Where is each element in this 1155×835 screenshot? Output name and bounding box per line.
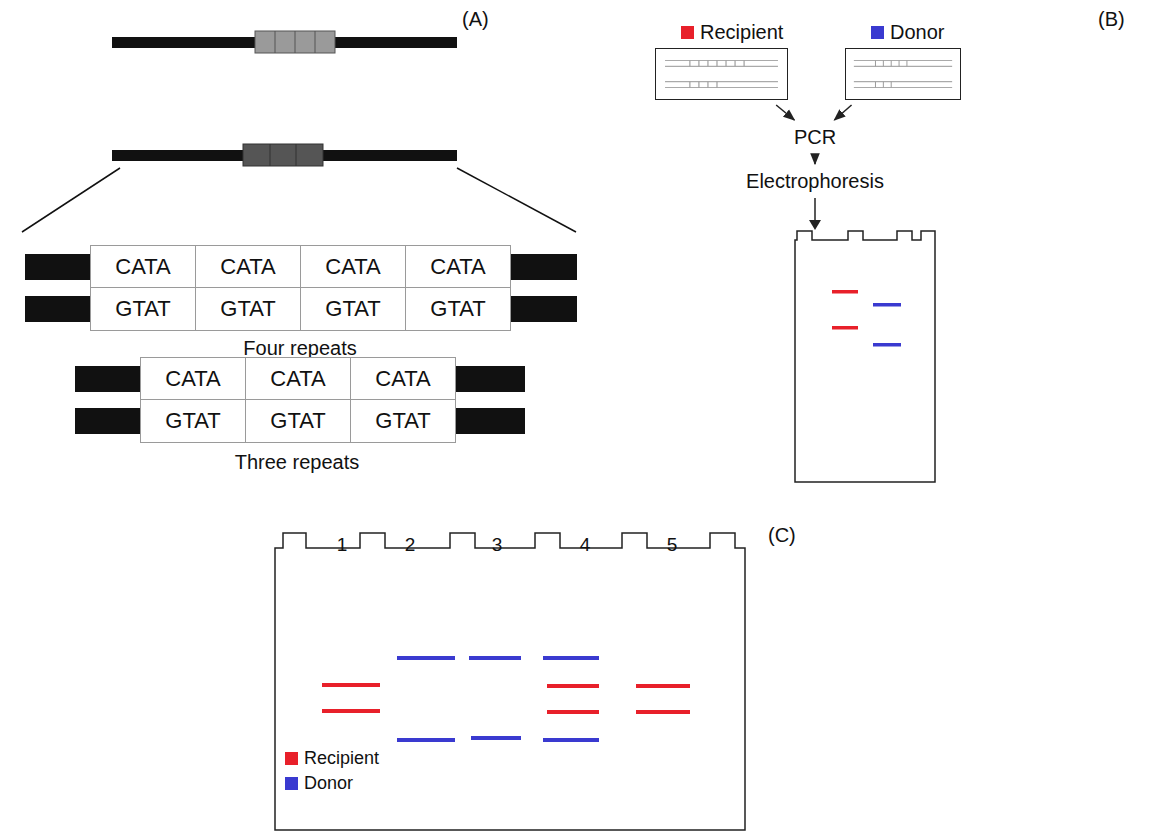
repeat-cell: CATA (245, 357, 351, 400)
flow-arrow (834, 105, 851, 120)
sample-name: Donor (890, 20, 944, 44)
color-square (681, 26, 694, 39)
repeat-region (255, 31, 335, 53)
step-label: Electrophoresis (743, 168, 887, 194)
lane-number: 4 (580, 534, 591, 556)
repeat-cell: GTAT (245, 399, 351, 443)
lane-number: 2 (405, 534, 416, 556)
step-text: PCR (794, 125, 836, 149)
panel-label: (B) (1098, 8, 1125, 31)
repeat-cell: CATA (195, 245, 301, 288)
repeat-cell: CATA (140, 357, 246, 400)
repeat-cell: GTAT (195, 287, 301, 331)
sample-heading: Recipient (655, 20, 788, 44)
sample-name: Recipient (700, 20, 783, 44)
repeat-cell: GTAT (350, 399, 456, 443)
sample-box: Donor (845, 20, 961, 100)
legend-text: Recipient (304, 748, 379, 769)
zoom-line (457, 168, 576, 232)
lane-number: 3 (492, 534, 503, 556)
slide-box (845, 48, 961, 100)
zoom-line (22, 168, 120, 232)
slide-box (655, 48, 788, 100)
repeat-cell: GTAT (140, 399, 246, 443)
panel-label: (C) (768, 524, 796, 547)
legend-item: Recipient (285, 748, 379, 769)
legend-swatch (285, 752, 298, 765)
repeat-cell: GTAT (90, 287, 196, 331)
gel (795, 231, 935, 482)
step-text: Electrophoresis (746, 169, 884, 193)
repeat-cell: CATA (300, 245, 406, 288)
sample-box: Recipient (655, 20, 788, 100)
repeat-region (243, 144, 323, 166)
repeat-cell: GTAT (405, 287, 511, 331)
caption-label: Three repeats (235, 451, 360, 474)
legend-swatch (285, 777, 298, 790)
legend-text: Donor (304, 773, 353, 794)
lane-number: 1 (337, 534, 348, 556)
repeat-cell: CATA (90, 245, 196, 288)
panel-label: (A) (462, 8, 489, 31)
chromosome-sketch (846, 49, 960, 99)
flow-arrow (776, 105, 794, 120)
repeat-cell: CATA (350, 357, 456, 400)
color-square (871, 26, 884, 39)
flow-arrow (814, 155, 816, 164)
repeat-cell: GTAT (300, 287, 406, 331)
step-label: PCR (791, 124, 839, 150)
gel (275, 533, 745, 830)
legend-item: Donor (285, 773, 353, 794)
chromosome-sketch (656, 49, 787, 99)
sample-heading: Donor (845, 20, 961, 44)
repeat-cell: CATA (405, 245, 511, 288)
lane-number: 5 (667, 534, 678, 556)
